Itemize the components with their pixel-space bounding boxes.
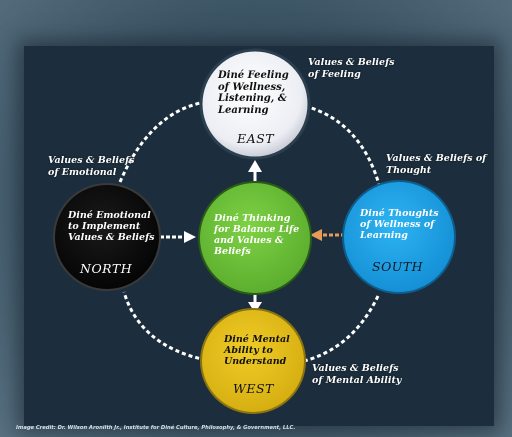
arc-west-north — [122, 291, 207, 362]
east-direction-label: EAST — [237, 131, 275, 146]
values-beliefs-thought-label: Values & Beliefs of Thought — [386, 153, 487, 177]
image-credit: Image Credit: Dr. Wilson Aronilth Jr., I… — [16, 425, 296, 431]
arrow-head-west — [248, 302, 262, 313]
west-direction-label: WEST — [233, 381, 274, 396]
center-node-text: Diné Thinking for Balance Life and Value… — [214, 213, 300, 257]
arc-south-west — [299, 295, 380, 364]
values-beliefs-feeling-label: Values & Beliefs of Feeling — [308, 57, 395, 81]
center-circle — [198, 181, 312, 295]
arrow-head-north — [184, 231, 196, 243]
values-beliefs-emotional-label: Values & Beliefs of Emotional — [48, 155, 135, 179]
east-circle — [199, 48, 311, 160]
arrow-head-east — [248, 160, 262, 172]
west-node-text: Diné Mental Ability to Understand — [224, 334, 290, 367]
south-node-text: Diné Thoughts of Wellness of Learning — [360, 208, 439, 241]
center-arrows — [160, 160, 345, 313]
connector-arcs — [118, 100, 382, 364]
arrow-head-south — [310, 229, 322, 241]
north-direction-label: NORTH — [80, 261, 133, 276]
north-circle — [53, 183, 161, 291]
south-direction-label: SOUTH — [372, 259, 424, 274]
east-node-text: Diné Feeling of Wellness, Listening, & L… — [218, 70, 289, 116]
values-beliefs-mental-label: Values & Beliefs of Mental Ability — [312, 363, 402, 387]
arc-east-south — [304, 104, 382, 189]
arc-north-east — [118, 100, 206, 183]
south-circle — [342, 180, 456, 294]
north-node-text: Diné Emotional to Implement Values & Bel… — [68, 210, 155, 243]
west-circle — [200, 308, 306, 414]
